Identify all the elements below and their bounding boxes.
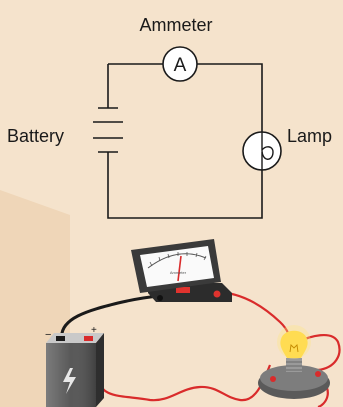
lightning-icon <box>63 368 76 394</box>
battery-shading <box>46 343 96 407</box>
red-wire-battery <box>91 338 272 402</box>
battery-label: Battery <box>7 126 64 146</box>
meter-brand: Ammeter <box>170 270 187 275</box>
meter-ticks <box>149 252 207 267</box>
black-wire <box>60 294 161 341</box>
wire-bottom <box>107 164 263 219</box>
bulb-glow <box>277 325 311 359</box>
red-wire-right <box>297 334 341 372</box>
wire-top-right <box>197 63 263 132</box>
ammeter-device: Ammeter <box>131 239 232 302</box>
battery-symbol <box>93 107 123 164</box>
bulb-glass <box>280 330 308 358</box>
battery-pos-terminal <box>84 336 93 341</box>
battery-side <box>96 333 104 407</box>
ammeter-symbol-letter: A <box>174 55 187 76</box>
ammeter-label: Ammeter <box>139 15 212 35</box>
meter-face <box>140 246 214 287</box>
bulb-device <box>258 325 330 399</box>
ammeter-symbol: A <box>162 46 198 82</box>
lamp-label: Lamp <box>287 126 332 146</box>
battery-neg-terminal <box>56 336 65 341</box>
lamp-symbol <box>242 131 282 171</box>
meter-black-terminal <box>157 295 163 301</box>
battery-minus-mark: − <box>45 329 51 341</box>
holder-left-terminal <box>270 376 276 382</box>
meter-scale <box>147 253 207 269</box>
circuit-schematic: A Ammeter Battery Lamp <box>7 15 332 219</box>
battery-plus-mark: + <box>91 325 97 336</box>
holder-right-terminal <box>315 371 321 377</box>
bulb-threads <box>286 361 302 371</box>
meter-needle <box>177 255 182 282</box>
bulb-filament <box>289 344 299 353</box>
meter-red-button <box>176 287 190 293</box>
bulb-holder-top <box>260 365 328 391</box>
meter-red-terminal <box>213 290 221 298</box>
physical-circuit: Ammeter − + <box>45 239 341 407</box>
battery-device: − + <box>45 325 104 407</box>
